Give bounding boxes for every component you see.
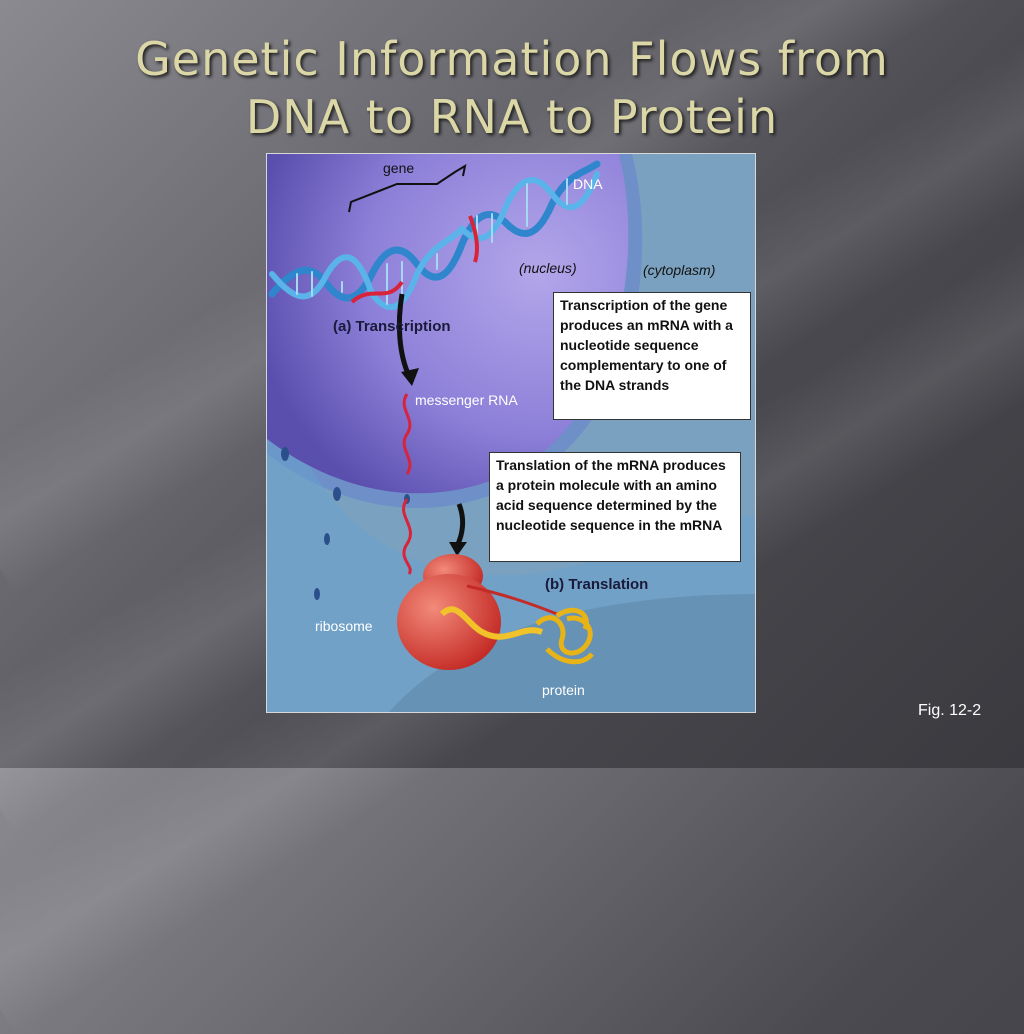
nucleus-label-text: nucleus — [523, 260, 572, 276]
transcription-arrowhead — [401, 368, 419, 386]
ribosome-label: ribosome — [315, 618, 373, 634]
transcribing-mrna — [350, 280, 404, 304]
genetic-flow-figure: gene DNA (nucleus) (cytoplasm) (a) Trans… — [266, 153, 756, 713]
translation-label: (b) Translation — [545, 576, 649, 593]
protein-chain — [439, 606, 544, 640]
gene-label: gene — [383, 160, 415, 176]
mrna-through-ribosome — [466, 584, 558, 616]
nucleus-label: (nucleus) — [519, 260, 577, 276]
transcription-arrow — [396, 293, 412, 378]
transcription-label: (a) Transcription — [333, 318, 451, 335]
figure-number: Fig. 12-2 — [918, 702, 982, 719]
transcription-callout: Transcription of the gene produces an mR… — [553, 292, 751, 420]
messenger-rna-strand — [402, 393, 412, 475]
dna-helix — [268, 160, 601, 311]
cytoplasm-label-text: cytoplasm — [647, 262, 711, 278]
slide-title: Genetic Information Flows from DNA to RN… — [0, 30, 1024, 146]
folded-protein — [535, 607, 594, 665]
protein-label: protein — [542, 682, 585, 698]
translation-callout: Translation of the mRNA produces a prote… — [489, 452, 741, 562]
slide-title-line-2: DNA to RNA to Protein — [245, 90, 779, 144]
nuclear-pores — [281, 447, 410, 600]
dna-label: DNA — [573, 176, 603, 192]
cytoplasm-label: (cytoplasm) — [643, 262, 716, 278]
gene-bracket — [348, 163, 467, 213]
nucleus-region — [267, 154, 629, 494]
slide-title-line-1: Genetic Information Flows from — [135, 32, 889, 86]
translation-arrowhead — [449, 542, 467, 556]
figure-artwork — [267, 154, 755, 712]
ribosome-large-subunit — [397, 574, 501, 670]
mrna-lower-strand — [402, 498, 412, 575]
messenger-rna-label: messenger RNA — [415, 392, 518, 408]
template-strand-mrna — [468, 215, 480, 263]
